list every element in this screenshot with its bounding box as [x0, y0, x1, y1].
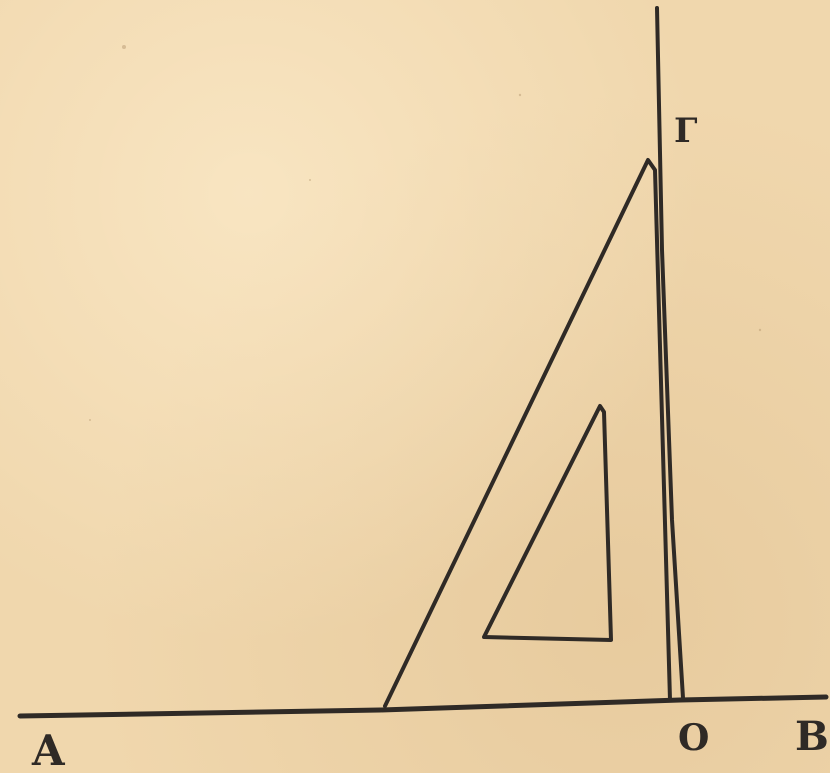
paper-speckles	[89, 45, 762, 421]
line-ab	[17, 694, 829, 719]
label-point-o: O	[678, 717, 709, 759]
set-square-outer	[383, 158, 672, 708]
label-point-b: B	[795, 713, 829, 760]
label-point-g: Г	[674, 111, 698, 151]
set-square-inner	[482, 404, 613, 642]
line-og	[655, 6, 685, 700]
label-point-a: A	[31, 726, 66, 773]
